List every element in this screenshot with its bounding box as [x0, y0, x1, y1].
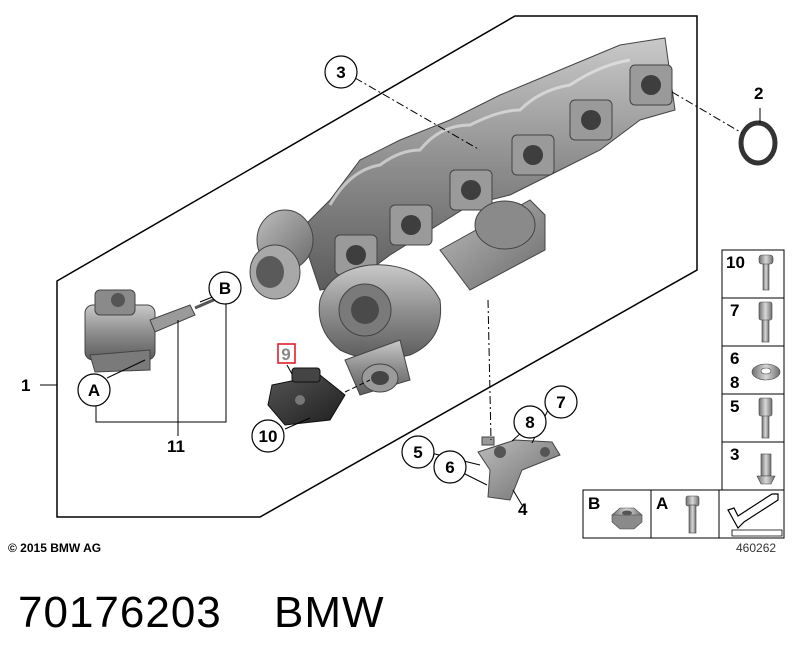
diagram-id: 460262	[736, 541, 777, 555]
svg-text:10: 10	[259, 427, 278, 446]
callout-7: 7	[544, 385, 578, 419]
legend-row-6: 6	[730, 349, 739, 368]
legend-row-5: 5	[730, 397, 739, 416]
bracket	[477, 436, 561, 501]
callout-3: 3	[324, 55, 358, 89]
parts-diagram: 3 B A 10 5 6 8 7 1 2 4 11 9	[21, 15, 785, 539]
label-4: 4	[518, 500, 528, 519]
label-1: 1	[21, 376, 30, 395]
wastegate-actuator	[84, 289, 219, 373]
svg-text:3: 3	[336, 63, 345, 82]
callout-9-highlighted: 9	[277, 343, 296, 364]
callout-10: 10	[251, 419, 285, 453]
legend-row-3: 3	[730, 445, 739, 464]
svg-text:5: 5	[413, 443, 422, 462]
legend-cell-B: B	[588, 494, 600, 513]
fastener-legend: 10 7 6 8 5 3 B A	[582, 249, 785, 539]
part-number: 70176203	[18, 588, 222, 637]
callout-A: A	[77, 373, 111, 407]
turbocharger	[249, 199, 546, 396]
gasket-ring	[738, 120, 778, 166]
svg-text:B: B	[219, 279, 231, 298]
legend-row-10: 10	[726, 253, 745, 272]
legend-row-8: 8	[730, 373, 739, 392]
direction-arrow-icon	[727, 493, 779, 529]
svg-text:9: 9	[281, 345, 290, 364]
callout-B-top: B	[208, 271, 242, 305]
legend-cell-A: A	[656, 494, 668, 513]
callout-5: 5	[401, 435, 435, 469]
svg-text:7: 7	[556, 393, 565, 412]
assembly-frame	[56, 15, 698, 518]
copyright-notice: © 2015 BMW AG	[8, 541, 102, 555]
label-2: 2	[754, 84, 763, 103]
control-unit	[267, 367, 346, 426]
svg-text:8: 8	[525, 413, 534, 432]
svg-text:6: 6	[445, 458, 454, 477]
legend-row-7: 7	[730, 301, 739, 320]
svg-text:A: A	[88, 381, 100, 400]
callout-6: 6	[433, 450, 467, 484]
label-11: 11	[167, 437, 185, 456]
brand-name: BMW	[274, 588, 385, 637]
exhaust-manifold	[299, 37, 676, 291]
callout-8: 8	[513, 405, 547, 439]
